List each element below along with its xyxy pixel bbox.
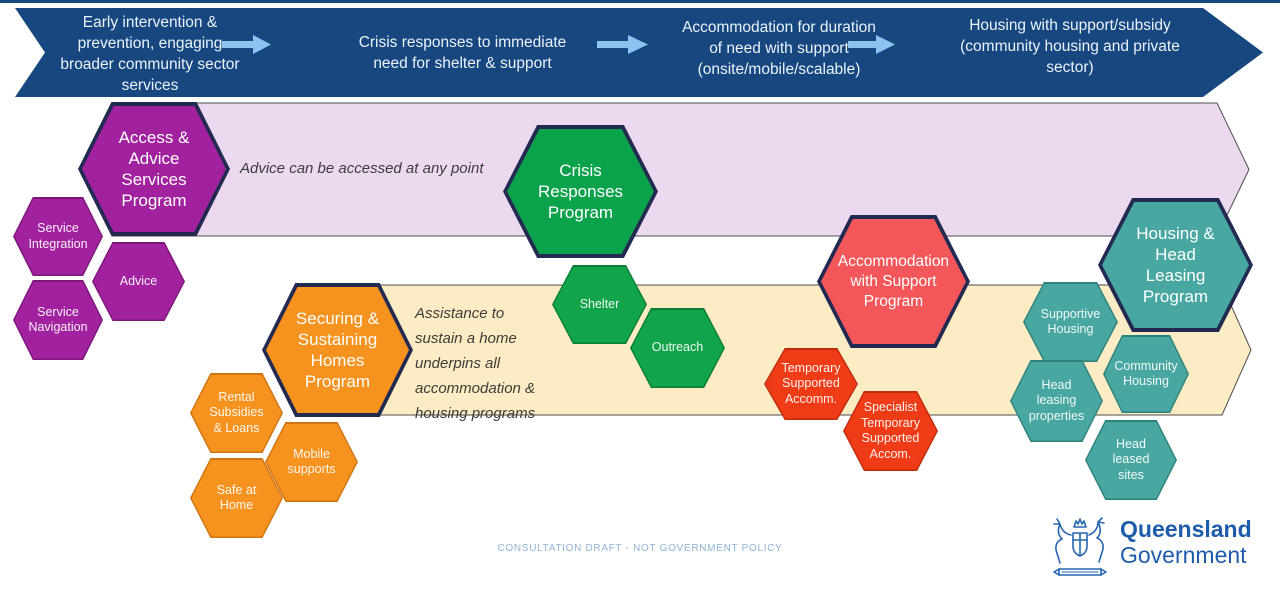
queensland-government-logo: Queensland Government — [1120, 516, 1252, 568]
sustain-note: Assistance to sustain a home underpins a… — [415, 305, 536, 422]
hexagon-rental-subsidies-loans: Rental Subsidies & Loans — [190, 373, 283, 453]
hexagon-fill — [1011, 361, 1102, 441]
program-label: Accommodation with Support Program — [837, 252, 950, 310]
hexagon-head-leasing-properties: Head leasing properties — [1010, 360, 1103, 442]
hexagon-mobile-supports: Mobile supports — [265, 422, 358, 502]
hexagon-label: Mobile supports — [287, 446, 336, 477]
hexagon-fill — [82, 106, 226, 232]
hexagon-fill — [1086, 421, 1176, 499]
hexagon-fill — [765, 349, 857, 419]
logo-line-government: Government — [1120, 542, 1247, 568]
hexagon-fill — [14, 198, 102, 275]
hexagon-fill — [14, 281, 102, 359]
hexagon-temporary-supported-accommodation: Temporary Supported Accomm. — [764, 348, 858, 420]
banner-stage-early-intervention: Early intervention & prevention, engagin… — [60, 14, 240, 94]
program-label: Housing & Head Leasing Program — [1136, 224, 1215, 306]
hexagon-label: Shelter — [579, 296, 620, 311]
hexagon-label: Supportive Housing — [1040, 306, 1101, 337]
advice-note: Advice can be accessed at any point — [240, 160, 484, 177]
hexagon-service-navigation: Service Navigation — [13, 280, 103, 360]
hexagon-fill — [1104, 336, 1188, 412]
hexagon-fill — [191, 459, 282, 537]
hexagon-fill — [553, 266, 646, 343]
draft-watermark: CONSULTATION DRAFT - NOT GOVERNMENT POLI… — [497, 543, 783, 554]
top-border-line — [0, 0, 1280, 3]
hexagon-securing-sustaining-homes-program: Securing & Sustaining Homes Program — [262, 283, 413, 417]
flow-arrow-icon — [597, 35, 648, 54]
banner-stage-housing: Housing with support/subsidy (community … — [960, 17, 1180, 76]
hexagon-service-integration: Service Integration — [13, 197, 103, 276]
process-banner-arrow — [15, 8, 1263, 97]
hexagon-label: Outreach — [651, 340, 704, 355]
flow-arrow-icon — [848, 35, 895, 54]
hexagon-supportive-housing: Supportive Housing — [1023, 282, 1118, 362]
hexagon-fill — [821, 219, 966, 344]
hexagon-outreach: Outreach — [630, 308, 725, 388]
hexagon-fill — [93, 243, 184, 320]
queensland-crest-icon — [1053, 517, 1107, 576]
hexagon-label: Community Housing — [1114, 358, 1178, 389]
hexagon-label: Rental Subsidies & Loans — [209, 389, 264, 435]
banner-stage-crisis-responses: Crisis responses to immediate need for s… — [358, 33, 567, 72]
program-label: Securing & Sustaining Homes Program — [295, 309, 380, 391]
hexagon-fill — [1024, 283, 1117, 361]
hexagon-fill — [266, 287, 409, 413]
hexagon-community-housing: Community Housing — [1103, 335, 1189, 413]
hexagon-label: Advice — [119, 273, 158, 288]
hexagon-fill — [1102, 202, 1249, 328]
hexagon-housing-head-leasing-program: Housing & Head Leasing Program — [1098, 198, 1253, 332]
hexagon-fill — [507, 129, 654, 254]
hexagon-label: Safe at Home — [216, 482, 257, 513]
hexagon-shelter: Shelter — [552, 265, 647, 344]
hexagon-crisis-responses-program: Crisis Responses Program — [503, 125, 658, 258]
hexagon-label: Service Integration — [28, 221, 88, 251]
hexagon-label: Temporary Supported Accomm. — [781, 360, 841, 406]
hexagon-label: Specialist Temporary Supported Accom. — [860, 400, 921, 461]
logo-line-queensland: Queensland — [1120, 516, 1252, 542]
program-label: Crisis Responses Program — [537, 161, 624, 222]
hexagon-fill — [631, 309, 724, 387]
hexagon-head-leased-sites: Head leased sites — [1085, 420, 1177, 500]
hexagon-label: Head leased sites — [1112, 436, 1150, 482]
hexagon-fill — [191, 374, 282, 452]
hexagon-label: Head leasing properties — [1028, 377, 1085, 423]
hexagon-accommodation-with-support-program: Accommodation with Support Program — [817, 215, 970, 348]
hexagon-fill — [266, 423, 357, 501]
hexagon-label: Service Navigation — [28, 304, 88, 335]
hexagon-access-advice-services-program: Access & Advice Services Program — [78, 102, 230, 236]
hexagon-fill — [844, 392, 937, 470]
flow-arrow-icon — [222, 35, 271, 54]
hexagon-safe-at-home: Safe at Home — [190, 458, 283, 538]
hexagon-advice: Advice — [92, 242, 185, 321]
hexagon-specialist-temporary-supported-accommodation: Specialist Temporary Supported Accom. — [843, 391, 938, 471]
program-label: Access & Advice Services Program — [118, 128, 190, 210]
banner-stage-accommodation: Accommodation for duration of need with … — [682, 19, 876, 78]
